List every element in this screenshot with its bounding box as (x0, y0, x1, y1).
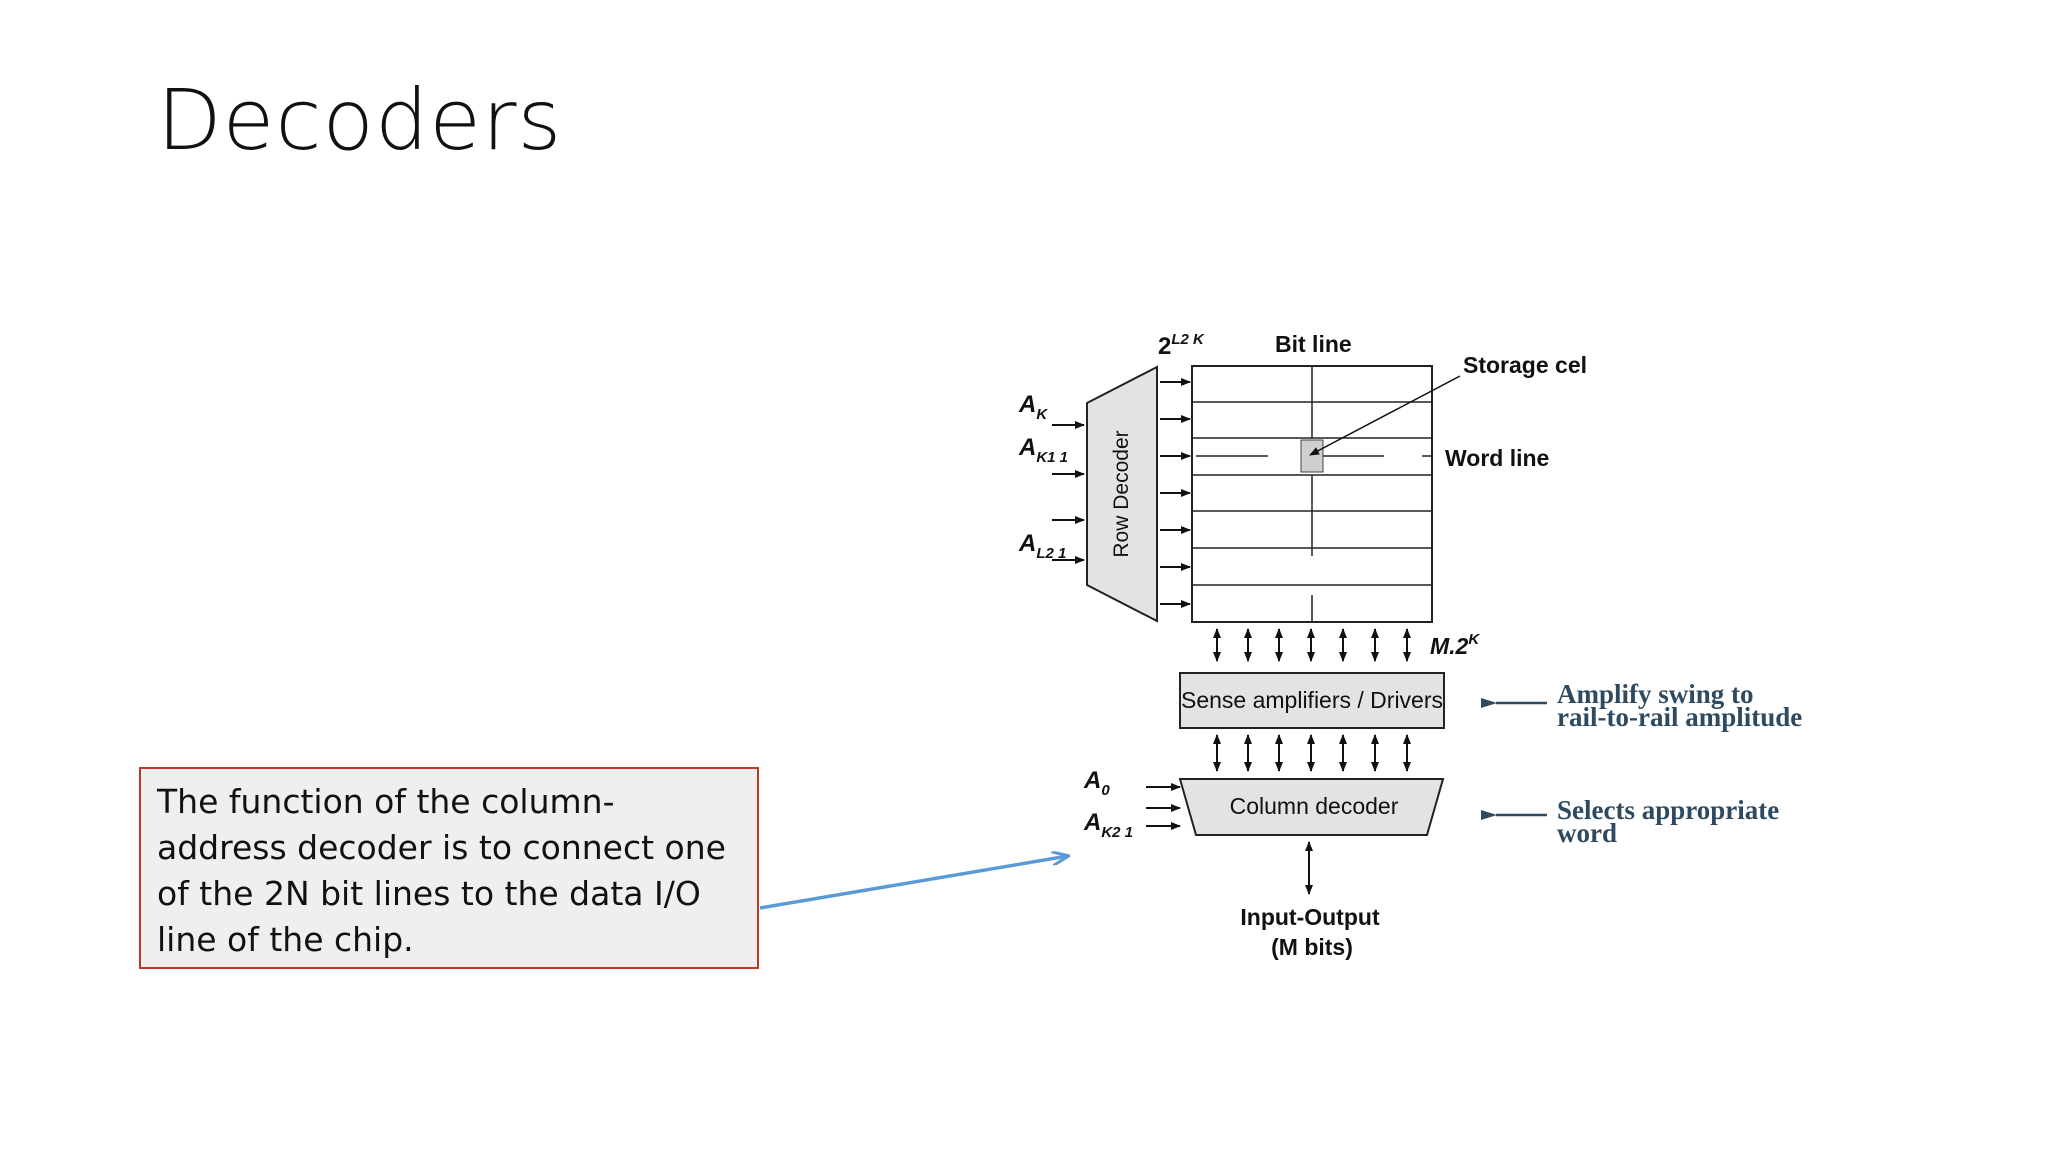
data-bus-arrows (1213, 734, 1411, 772)
column-input-a0: A0 (1083, 767, 1110, 799)
slide-title: Decoders (157, 71, 563, 169)
column-decoder-label: Column decoder (1230, 793, 1399, 819)
svg-text:AL2 1: AL2 1 (1018, 530, 1066, 562)
svg-text:AK1 1: AK1 1 (1018, 434, 1068, 466)
word-line-label: Word line (1445, 445, 1549, 471)
selects-note-line2: word (1557, 818, 1617, 848)
sense-amplifiers-block (1179, 672, 1445, 729)
selects-note-line1: Selects appropriate (1557, 795, 1779, 825)
io-label-line2: (M bits) (1271, 934, 1353, 960)
sense-amplifiers-label: Sense amplifiers / Drivers (1181, 687, 1443, 713)
row-input-ak: AK (1018, 391, 1048, 423)
column-input-arrows (1146, 783, 1181, 830)
bit-line-label: Bit line (1275, 331, 1352, 357)
top-label-2lk: 2L2 K (1158, 331, 1205, 360)
storage-cell (1300, 439, 1324, 473)
io-label-line1: Input-Output (1240, 904, 1380, 930)
bit-line-bus-arrows (1213, 628, 1411, 662)
row-input-al21: AL2 1 (1018, 530, 1066, 562)
svg-text:AK: AK (1018, 391, 1048, 423)
column-decoder-block (1178, 778, 1445, 836)
row-input-arrows (1052, 421, 1085, 564)
bus-label-m2k: M.2K (1430, 631, 1480, 659)
column-input-ak21: AK2 1 (1083, 809, 1133, 841)
amplify-note-line1: Amplify swing to (1557, 679, 1754, 709)
callout-box: The function of the column-address decod… (139, 767, 759, 969)
storage-cell-label: Storage cel (1463, 352, 1587, 378)
row-decoder-label: Row Decoder (1110, 430, 1133, 557)
amplify-note-line2: rail-to-rail amplitude (1557, 702, 1802, 732)
callout-arrow (759, 856, 1068, 910)
row-decoder-block (1086, 365, 1158, 623)
memory-array (1191, 365, 1433, 623)
word-line-arrows (1160, 378, 1191, 608)
storage-cell-pointer (1309, 375, 1461, 456)
row-input-ak11: AK1 1 (1018, 434, 1068, 466)
